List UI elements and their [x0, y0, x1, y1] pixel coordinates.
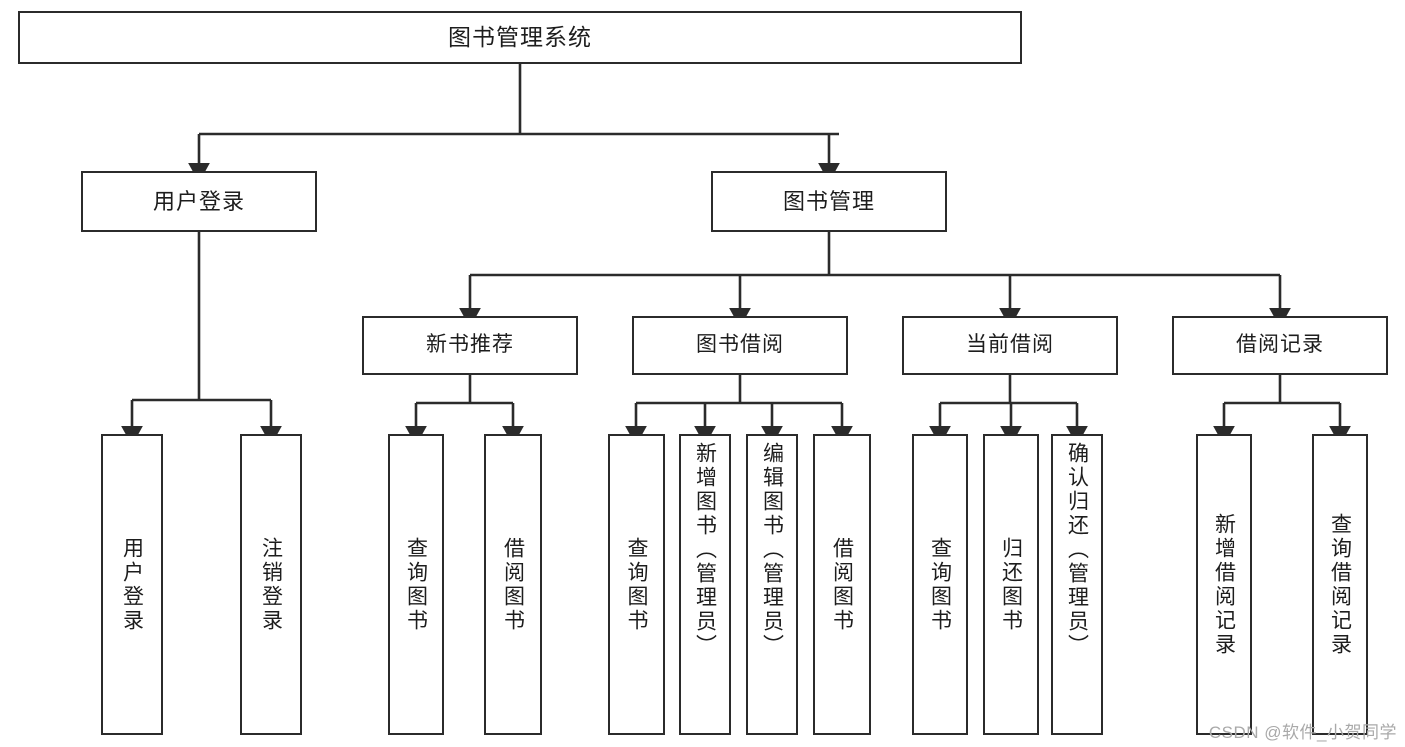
node-leaf-borrow-book-1-label: 借阅图书 [501, 536, 525, 633]
node-borrow-record-label: 借阅记录 [1236, 333, 1324, 357]
node-leaf-user-logout-label: 注销登录 [259, 536, 283, 633]
node-leaf-borrow-book-1[interactable]: 借阅图书 [484, 434, 542, 735]
node-user-login-label: 用户登录 [152, 188, 245, 214]
node-leaf-query-book-1-label: 查询图书 [404, 536, 428, 633]
node-leaf-add-book-label: 新增图书（管理员） [693, 442, 717, 658]
node-leaf-query-book-2[interactable]: 查询图书 [608, 434, 665, 735]
node-new-book-rec-label: 新书推荐 [426, 333, 514, 357]
node-user-login[interactable]: 用户登录 [81, 171, 317, 232]
node-leaf-query-book-3-label: 查询图书 [928, 536, 952, 633]
node-leaf-confirm-return-label: 确认归还（管理员） [1065, 442, 1089, 658]
node-leaf-user-login-label: 用户登录 [120, 536, 144, 633]
node-leaf-edit-book[interactable]: 编辑图书（管理员） [746, 434, 798, 735]
node-root[interactable]: 图书管理系统 [18, 11, 1022, 64]
node-leaf-query-borrow-record[interactable]: 查询借阅记录 [1312, 434, 1368, 735]
node-book-manage[interactable]: 图书管理 [711, 171, 947, 232]
node-leaf-query-book-1[interactable]: 查询图书 [388, 434, 444, 735]
node-leaf-return-book[interactable]: 归还图书 [983, 434, 1039, 735]
node-leaf-add-borrow-record[interactable]: 新增借阅记录 [1196, 434, 1252, 735]
node-current-borrow[interactable]: 当前借阅 [902, 316, 1118, 375]
node-new-book-rec[interactable]: 新书推荐 [362, 316, 578, 375]
node-leaf-borrow-book-2-label: 借阅图书 [830, 536, 854, 633]
node-leaf-user-logout[interactable]: 注销登录 [240, 434, 302, 735]
node-leaf-query-borrow-record-label: 查询借阅记录 [1328, 512, 1352, 657]
node-book-manage-label: 图书管理 [782, 188, 875, 214]
node-borrow-record[interactable]: 借阅记录 [1172, 316, 1388, 375]
node-book-borrow[interactable]: 图书借阅 [632, 316, 848, 375]
node-root-label: 图书管理系统 [448, 23, 592, 50]
node-leaf-return-book-label: 归还图书 [999, 536, 1023, 633]
node-leaf-confirm-return[interactable]: 确认归还（管理员） [1051, 434, 1103, 735]
node-leaf-user-login[interactable]: 用户登录 [101, 434, 163, 735]
node-leaf-edit-book-label: 编辑图书（管理员） [760, 442, 784, 658]
node-current-borrow-label: 当前借阅 [966, 333, 1054, 357]
node-leaf-borrow-book-2[interactable]: 借阅图书 [813, 434, 871, 735]
node-leaf-query-book-2-label: 查询图书 [625, 536, 648, 633]
node-leaf-query-book-3[interactable]: 查询图书 [912, 434, 968, 735]
node-book-borrow-label: 图书借阅 [696, 333, 784, 357]
node-leaf-add-borrow-record-label: 新增借阅记录 [1212, 512, 1236, 657]
node-leaf-add-book[interactable]: 新增图书（管理员） [679, 434, 731, 735]
